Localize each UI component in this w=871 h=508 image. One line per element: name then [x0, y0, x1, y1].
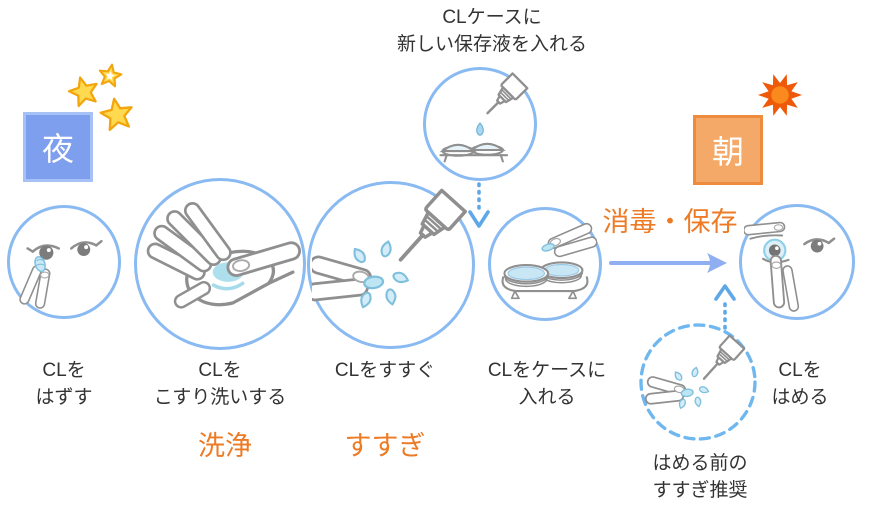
step-insert-label-line1: CLを	[778, 360, 822, 381]
refill-note: CLケースに 新しい保存液を入れる	[342, 4, 642, 58]
step-casein-circle	[488, 207, 602, 321]
step-rinse-label: CLをすすぐ	[334, 360, 436, 381]
step-rub-label: CLを こすり洗いする	[135, 357, 305, 411]
optional-rinse-circle	[638, 322, 758, 442]
rinse-lens-illustration	[312, 186, 470, 344]
night-badge-label: 夜	[41, 131, 74, 167]
case-insert-illustration	[501, 222, 597, 300]
step-remove-label-line2: はずす	[35, 387, 93, 408]
refill-case-circle	[423, 67, 537, 181]
step-rub-label-line1: CLを	[198, 360, 242, 381]
step-remove-circle	[7, 205, 121, 319]
phase-wash-label: 洗浄	[198, 431, 252, 461]
step-casein-label-line2: 入れる	[518, 387, 576, 408]
refill-note-line2: 新しい保存液を入れる	[396, 34, 587, 55]
optional-rinse-label-line2: すすぎ推奨	[652, 480, 748, 501]
optional-up-arrow-icon	[714, 284, 736, 330]
insert-lens-illustration	[744, 221, 836, 312]
step-insert-label: CLを はめる	[745, 357, 855, 411]
disinfect-store-label: 消毒・保存	[602, 207, 738, 237]
step-insert-label-line2: はめる	[771, 387, 829, 408]
step-casein-label: CLをケースに 入れる	[462, 357, 632, 411]
sun-icon	[758, 74, 802, 116]
step-remove-label-line1: CLを	[42, 360, 86, 381]
optional-rinse-label-line1: はめる前の	[652, 453, 748, 474]
optional-rinse-illustration	[639, 323, 757, 441]
phase-rinse-label: すすぎ	[344, 431, 426, 461]
morning-badge-label: 朝	[711, 134, 744, 170]
step-insert-circle	[739, 204, 855, 320]
remove-lens-illustration	[19, 239, 103, 309]
night-badge: 夜	[23, 112, 93, 182]
refill-case-illustration	[439, 72, 529, 163]
step-rinse-circle	[307, 181, 475, 349]
morning-badge: 朝	[693, 115, 763, 185]
refill-note-line1: CLケースに	[442, 7, 542, 28]
rub-lens-illustration	[146, 202, 301, 309]
step-rub-circle	[134, 178, 306, 350]
step-casein-label-line1: CLをケースに	[487, 360, 607, 381]
stars-icon	[67, 63, 133, 131]
refill-down-arrow-icon	[468, 182, 490, 228]
step-remove-label: CLを はずす	[9, 357, 119, 411]
flow-arrow-icon	[609, 253, 727, 273]
optional-rinse-label: はめる前の すすぎ推奨	[625, 450, 775, 504]
step-rub-label-line2: こすり洗いする	[153, 387, 287, 408]
